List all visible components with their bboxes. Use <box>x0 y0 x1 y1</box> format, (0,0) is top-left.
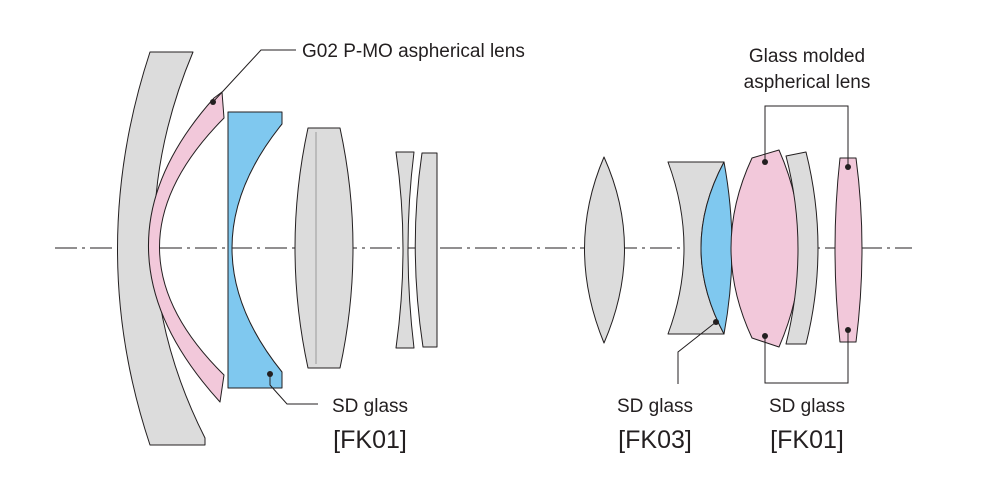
dot-glass-molded-l10-top <box>762 159 768 165</box>
dot-sd-mid <box>713 319 719 325</box>
label-g02-pmo: G02 P-MO aspherical lens <box>302 41 525 62</box>
lens-element-1 <box>117 51 206 446</box>
dot-sd-right-l10-bottom <box>762 333 768 339</box>
lens-element-11 <box>785 151 819 345</box>
label-sd-mid-code: [FK03] <box>618 426 692 454</box>
label-sd-left: SD glass <box>332 396 408 417</box>
leader-g02-pmo <box>212 49 296 103</box>
bracket-sd-right <box>764 330 849 384</box>
bracket-glass-molded <box>764 105 849 167</box>
leader-sd-mid <box>677 321 717 384</box>
dot-g02-pmo <box>210 99 216 105</box>
label-sd-mid: SD glass <box>617 396 693 417</box>
lens-element-9-sd-fk03 <box>700 161 733 335</box>
lens-element-5 <box>395 151 415 349</box>
lens-element-4 <box>294 127 354 369</box>
lens-element-6 <box>414 152 438 348</box>
label-glass-molded-line2: aspherical lens <box>744 72 871 93</box>
dot-sd-left <box>267 371 273 377</box>
lens-element-10-glass-molded-aspherical <box>730 149 801 348</box>
label-sd-right-code: [FK01] <box>770 426 844 454</box>
dot-glass-molded-l12-top <box>845 164 851 170</box>
label-sd-right: SD glass <box>769 396 845 417</box>
lens-element-2-pmo-aspherical <box>148 91 225 403</box>
lens-element-7 <box>584 156 625 344</box>
label-glass-molded-line1: Glass molded <box>749 46 865 67</box>
label-sd-left-code: [FK01] <box>333 426 407 454</box>
lens-element-3-sd-fk01 <box>227 111 283 389</box>
leader-sd-left <box>269 374 318 405</box>
lens-element-12-glass-molded-aspherical <box>834 157 863 343</box>
dot-sd-right-l12-bottom <box>845 327 851 333</box>
